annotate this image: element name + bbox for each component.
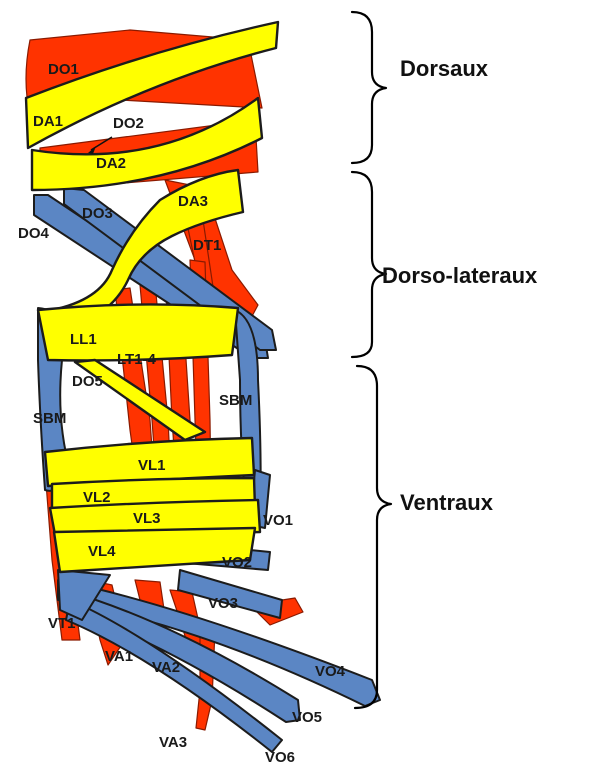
group-braces bbox=[352, 12, 391, 708]
group-label-dorsal: Dorsaux bbox=[400, 56, 489, 81]
label-lt1-4: LT1-4 bbox=[117, 351, 157, 368]
label-vl1: VL1 bbox=[138, 457, 166, 474]
label-vo3: VO3 bbox=[208, 595, 238, 612]
label-ll1: LL1 bbox=[70, 331, 97, 348]
label-vl4: VL4 bbox=[88, 543, 116, 560]
label-sbm-left: SBM bbox=[33, 410, 66, 427]
group-label-ventral: Ventraux bbox=[400, 490, 494, 515]
label-vt1: VT1 bbox=[48, 615, 76, 632]
group-labels: Dorsaux Dorso-lateraux Ventraux bbox=[382, 56, 538, 515]
label-va1: VA1 bbox=[105, 648, 133, 665]
brace-dorsolateral bbox=[352, 172, 386, 357]
label-dt1: DT1 bbox=[193, 237, 221, 254]
label-vo2: VO2 bbox=[222, 554, 252, 571]
label-va2: VA2 bbox=[152, 659, 180, 676]
label-va3: VA3 bbox=[159, 734, 187, 751]
label-vl3: VL3 bbox=[133, 510, 161, 527]
label-do2: DO2 bbox=[113, 115, 144, 132]
label-da2: DA2 bbox=[96, 155, 126, 172]
label-do4: DO4 bbox=[18, 225, 50, 242]
label-do3: DO3 bbox=[82, 205, 113, 222]
label-vo5: VO5 bbox=[292, 709, 322, 726]
brace-dorsal bbox=[352, 12, 386, 163]
label-do1: DO1 bbox=[48, 61, 79, 78]
group-label-dorsolateral: Dorso-lateraux bbox=[382, 263, 538, 288]
label-da3: DA3 bbox=[178, 193, 208, 210]
label-do5: DO5 bbox=[72, 373, 103, 390]
label-sbm-right: SBM bbox=[219, 392, 252, 409]
label-vo6: VO6 bbox=[265, 749, 295, 766]
label-vo4: VO4 bbox=[315, 663, 346, 680]
brace-ventral bbox=[355, 366, 391, 708]
label-vo1: VO1 bbox=[263, 512, 293, 529]
label-vl2: VL2 bbox=[83, 489, 111, 506]
label-da1: DA1 bbox=[33, 113, 63, 130]
